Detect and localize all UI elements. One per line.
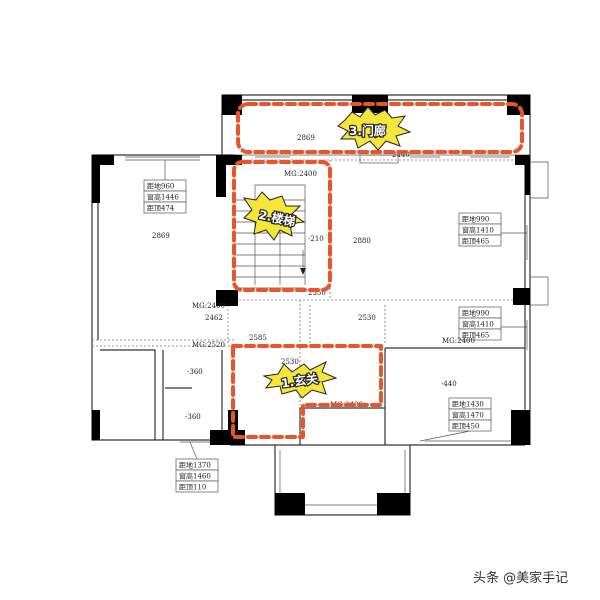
highlight-corridor: 3.门廊	[236, 102, 524, 154]
elev-corridor-door: 2440	[392, 151, 410, 159]
walls	[91, 94, 549, 516]
elev-right-room: -440	[441, 380, 457, 388]
elevation-labels: 2869 2440 2869 -210 2880 2350 2462 2585 …	[152, 134, 475, 421]
elev-mid-b: 2530	[358, 314, 376, 322]
window-sill: 距地1430	[452, 400, 484, 409]
window-sill: 距地960	[147, 182, 174, 191]
window-info-box: 距地1430 窗高1470 距顶450	[419, 397, 492, 442]
elev-stair-bottom: 2350	[308, 289, 326, 297]
elev-small-b: -360	[185, 413, 201, 421]
window-height: 窗高1470	[452, 411, 484, 420]
elev-small-a: -360	[187, 368, 203, 376]
door-height-left-lower: MG:2520	[192, 341, 225, 349]
window-top: 距顶474	[147, 205, 175, 213]
elev-center: 2880	[353, 237, 371, 245]
label-entrance: 1.玄关	[280, 371, 319, 391]
highlight-stairs: 2.楼梯	[232, 160, 332, 292]
window-info-box: 距地960 窗高1446 距顶474	[143, 160, 187, 214]
window-top: 距顶450	[452, 423, 479, 431]
window-sill: 距地990	[462, 215, 489, 224]
door-height-stair: MG:2400	[284, 170, 317, 178]
window-height: 窗高1410	[462, 320, 494, 329]
window-height: 窗高1446	[147, 193, 179, 202]
door-height-right: MG:2400	[442, 337, 475, 345]
elev-left-room: 2869	[152, 232, 170, 240]
elev-corridor: 2869	[297, 134, 315, 142]
window-top: 距顶110	[179, 484, 206, 492]
window-info-box: 距地990 窗高1410 距顶465	[458, 306, 527, 341]
window-info-box: 距地1370 窗高1460 距顶110	[175, 441, 219, 493]
window-height: 窗高1410	[462, 226, 494, 235]
window-sill: 距地1370	[179, 461, 211, 470]
watermark: 头条 @美家手记	[473, 570, 568, 586]
structural-columns	[92, 95, 530, 515]
window-height: 窗高1460	[179, 472, 211, 481]
window-top: 距顶465	[462, 332, 489, 340]
window-sill: 距地990	[462, 309, 489, 318]
elev-stair: -210	[308, 235, 324, 243]
window-info-boxes: 距地960 窗高1446 距顶474 距地990 窗高1410 距顶465 距地990 窗高1…	[143, 160, 527, 493]
highlight-entrance: 1.玄关	[231, 344, 383, 439]
label-corridor: 3.门廊	[349, 123, 386, 138]
window-info-box: 距地990 窗高1410 距顶465	[458, 212, 527, 247]
elev-left-mid: 2462	[205, 314, 223, 322]
window-top: 距顶465	[462, 238, 489, 246]
elev-mid-a: 2585	[249, 334, 267, 342]
elev-entrance: 2530	[281, 358, 299, 366]
door-height-left-upper: MG:2400	[192, 302, 225, 310]
